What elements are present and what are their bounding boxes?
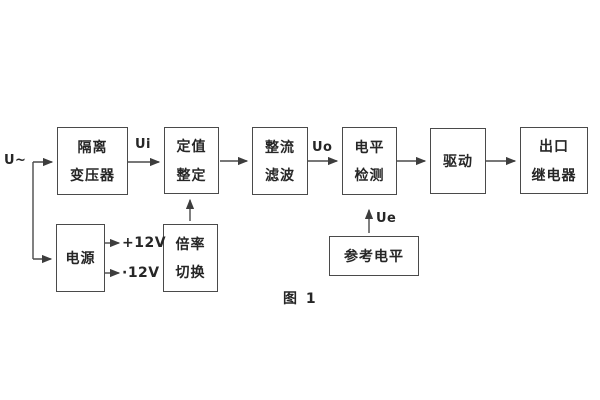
block-label: 倍率 bbox=[175, 236, 206, 253]
block-label: 滤波 bbox=[265, 168, 295, 185]
block-ratio-switching: 倍率 切换 bbox=[163, 224, 218, 292]
block-reference-level: 参考电平 bbox=[329, 236, 419, 276]
block-power-supply: 电源 bbox=[56, 224, 105, 292]
block-label: 检测 bbox=[354, 168, 385, 185]
block-label: 电源 bbox=[65, 251, 96, 267]
block-label: 隔离 bbox=[77, 139, 108, 156]
block-isolation-transformer: 隔离 变压器 bbox=[57, 127, 128, 195]
label-ue: Ue bbox=[376, 211, 397, 226]
block-level-detection: 电平 检测 bbox=[342, 127, 397, 195]
block-label: 继电器 bbox=[531, 167, 577, 184]
block-label: 电平 bbox=[354, 139, 385, 156]
block-label: 参考电平 bbox=[344, 249, 404, 265]
block-label: 驱动 bbox=[443, 154, 473, 170]
label-input-signal: U~ bbox=[4, 153, 27, 168]
block-driver: 驱动 bbox=[430, 128, 486, 194]
block-rectifier-filter: 整流 滤波 bbox=[252, 127, 308, 195]
figure-caption: 图 1 bbox=[283, 291, 318, 307]
block-label: 整流 bbox=[265, 139, 295, 156]
block-label: 整定 bbox=[176, 167, 207, 184]
label-plus-12v: +12V bbox=[122, 235, 167, 251]
block-label: 切换 bbox=[175, 265, 206, 282]
label-minus-12v: ·12V bbox=[122, 265, 160, 281]
block-label: 变压器 bbox=[70, 168, 115, 185]
label-uo: Uo bbox=[312, 140, 333, 155]
label-ui: Ui bbox=[135, 137, 152, 152]
block-label: 出口 bbox=[539, 139, 569, 156]
block-label: 定值 bbox=[176, 139, 207, 156]
block-setting-adjustment: 定值 整定 bbox=[164, 127, 219, 194]
block-output-relay: 出口 继电器 bbox=[520, 127, 588, 194]
